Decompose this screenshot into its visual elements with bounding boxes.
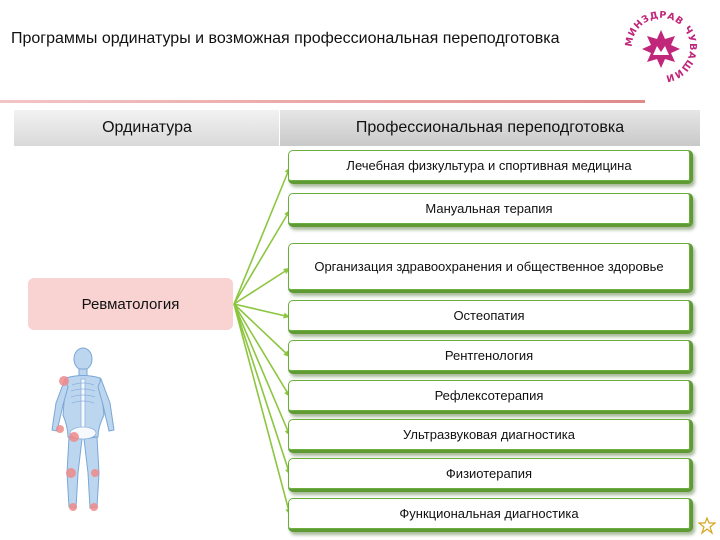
human-body-illustration xyxy=(51,347,115,511)
retraining-item: Мануальная терапия xyxy=(288,193,693,227)
retraining-item: Функциональная диагностика xyxy=(288,498,693,532)
page-title: Программы ординатуры и возможная професс… xyxy=(11,30,560,47)
header-residency: Ординатура xyxy=(14,110,280,146)
connector-line xyxy=(233,303,291,437)
retraining-item: Рентгенология xyxy=(288,340,693,374)
retraining-item: Остеопатия xyxy=(288,300,693,334)
residency-rheumatology: Ревматология xyxy=(28,278,233,330)
connector-line xyxy=(233,303,291,398)
retraining-item: Физиотерапия xyxy=(288,458,693,492)
connector-line xyxy=(233,303,291,476)
retraining-item: Лечебная физкультура и спортивная медици… xyxy=(288,150,693,184)
logo-icon: МИНЗДРАВ ЧУВАШИИ xyxy=(624,10,698,84)
retraining-item: Рефлексотерапия xyxy=(288,380,693,414)
title-divider xyxy=(0,100,645,103)
flower-ornament-icon xyxy=(698,517,716,535)
connector-line xyxy=(233,209,291,305)
header-retraining: Профессиональная переподготовка xyxy=(280,110,700,146)
retraining-item: Организация здравоохранения и общественн… xyxy=(288,243,693,293)
connector-line xyxy=(233,303,291,358)
retraining-item: Ультразвуковая диагностика xyxy=(288,419,693,453)
connector-line xyxy=(233,303,291,516)
connector-line xyxy=(233,303,291,318)
connector-line xyxy=(233,267,291,305)
connector-line xyxy=(233,166,291,305)
